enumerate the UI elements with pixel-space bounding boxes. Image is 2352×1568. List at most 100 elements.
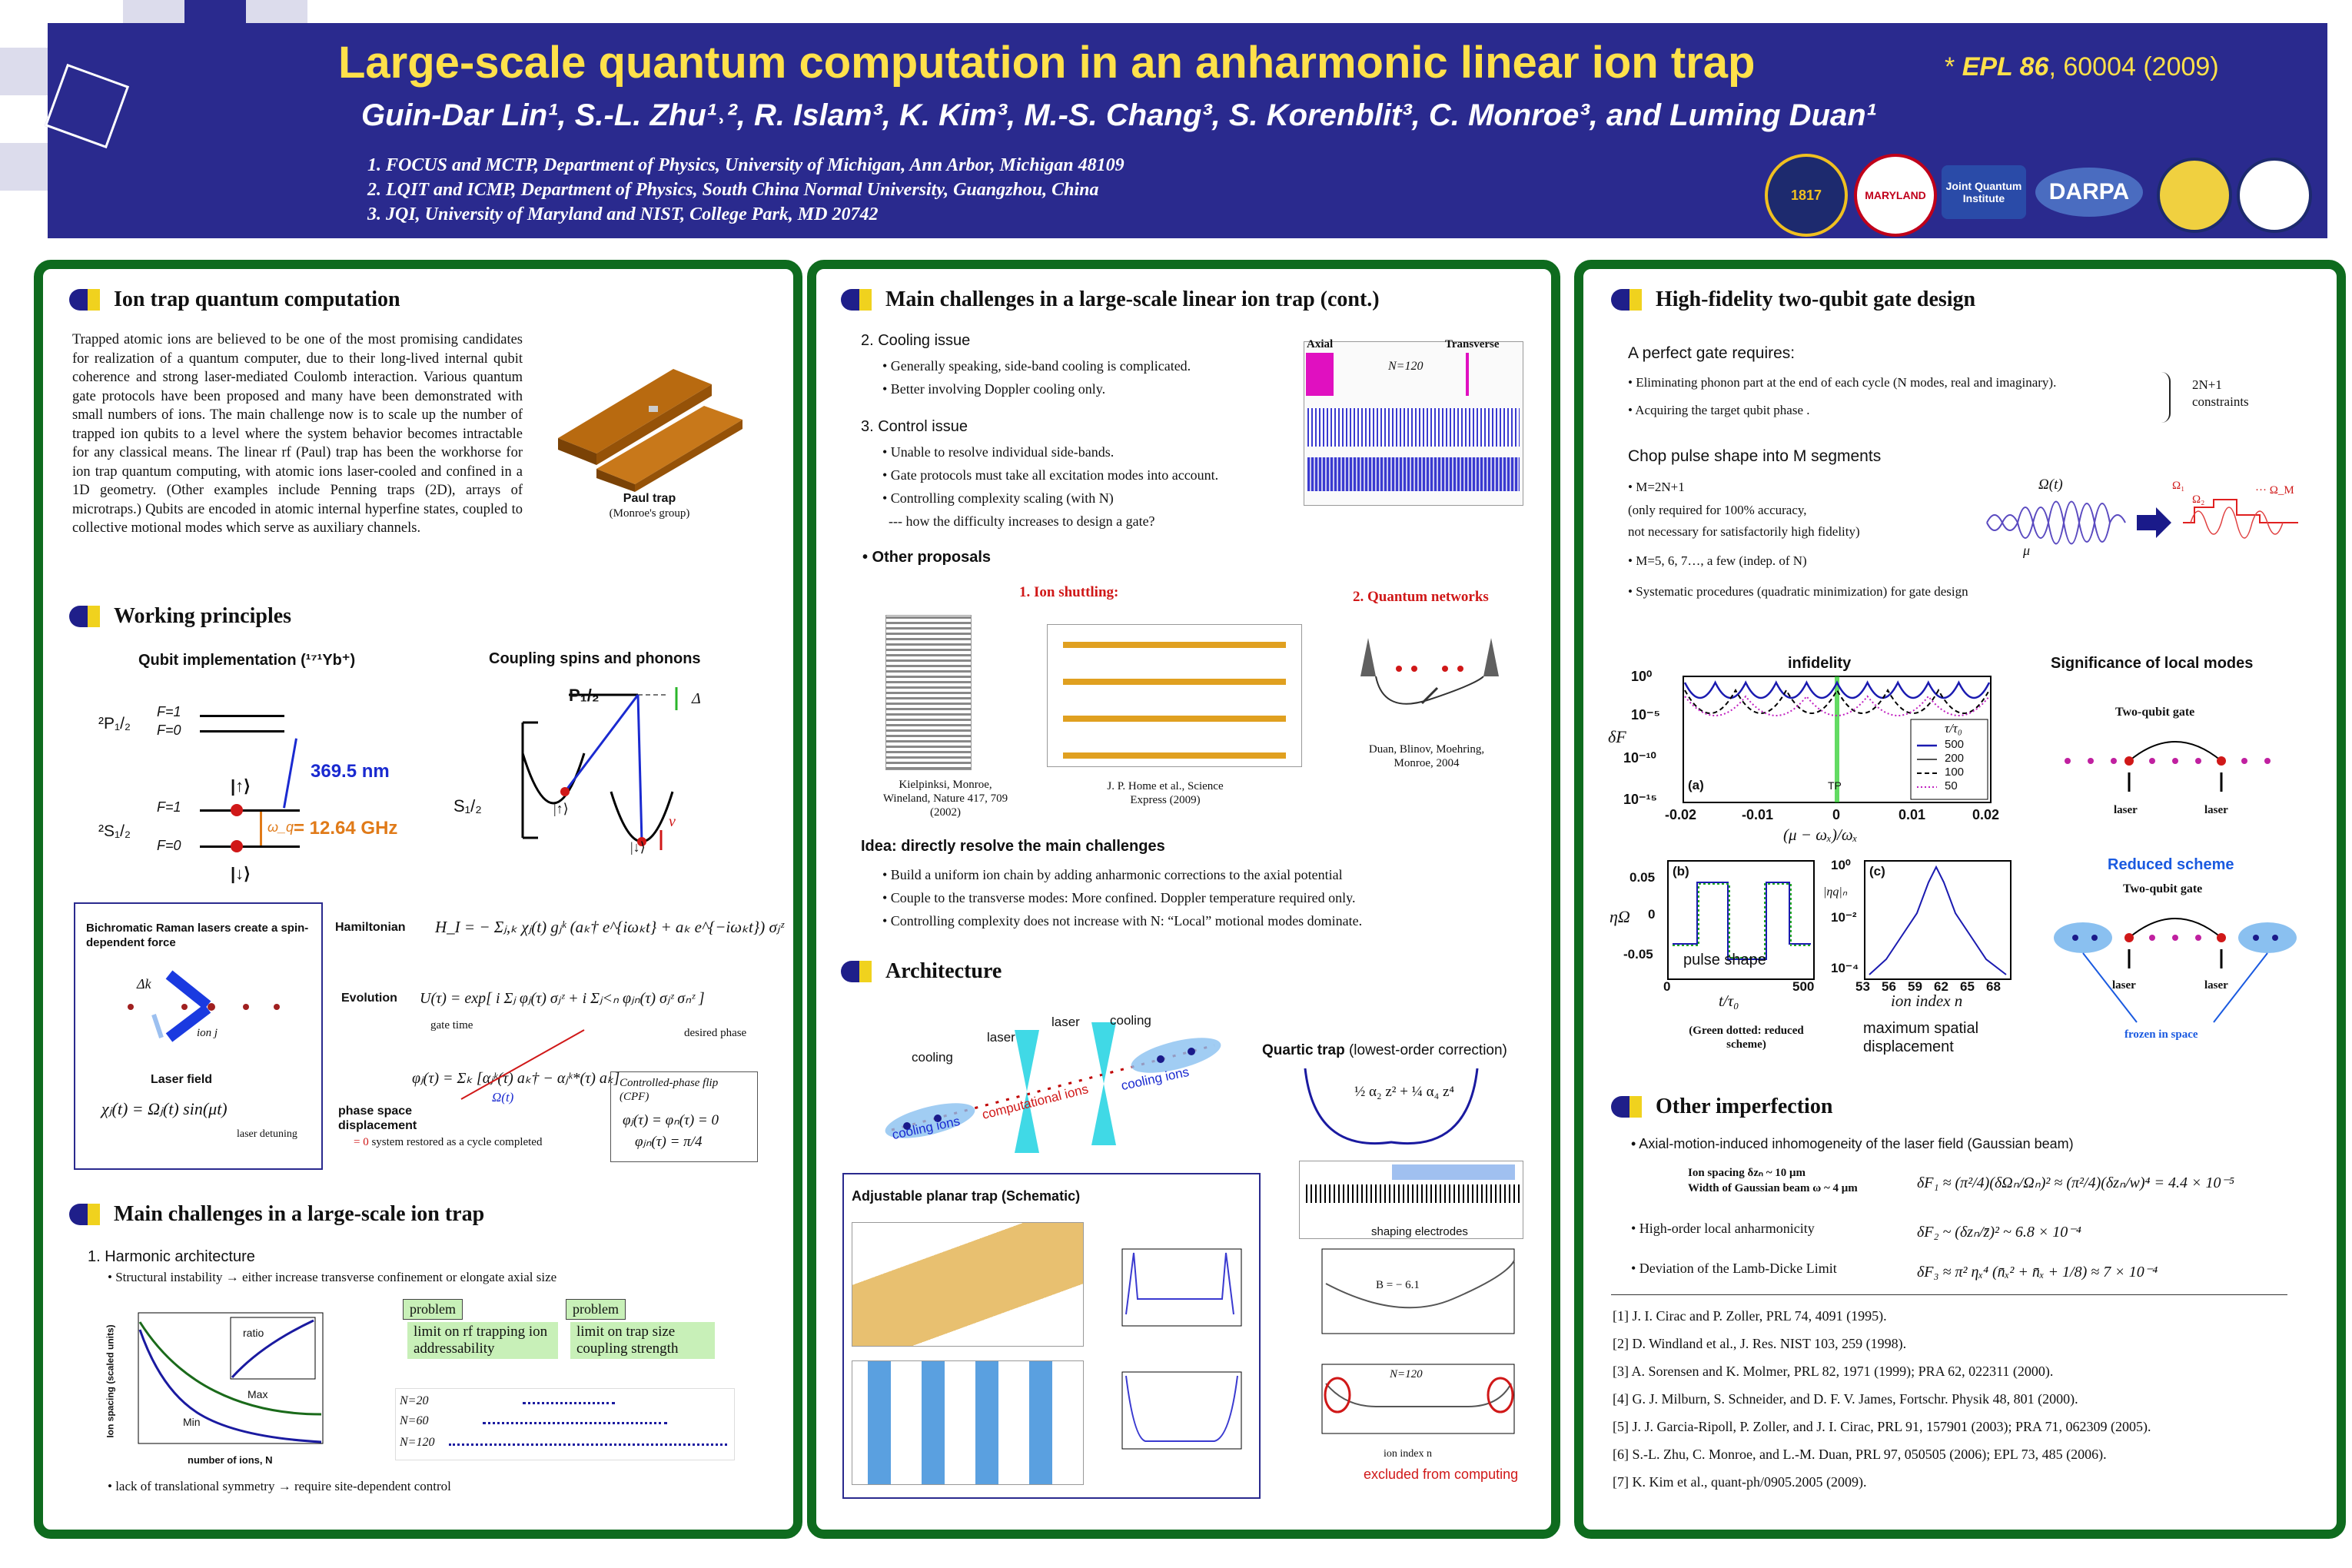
duan-caption: Duan, Blinov, Moehring, Monroe, 2004 [1368, 743, 1485, 769]
laser-label-3: laser [2112, 979, 2136, 992]
inf-y-tick-2: 10⁻¹⁰ [1623, 750, 1656, 766]
cpf-title: Controlled-phase flip (CPF) [620, 1077, 719, 1103]
laser-field-eq: χⱼ(t) = Ωⱼ(t) sin(μt) [101, 1099, 228, 1118]
ket-up-b: |↑⟩ [553, 801, 569, 816]
c-y-tick-2: 10⁻⁴ [1831, 961, 1859, 975]
networks-label: 2. Quantum networks [1353, 589, 1489, 605]
c-x-tick-3: 62 [1934, 979, 1948, 994]
section-header-challenges-cont: Main challenges in a large-scale linear … [841, 287, 1380, 312]
section-bullet-icon [841, 289, 872, 311]
shuttling-figure-left [885, 615, 972, 770]
laser-right-label: laser [1051, 1015, 1080, 1029]
reduced-scheme-figure [2054, 918, 2297, 1023]
quartic-eq: ½ α₂ z² + ¼ α₄ z⁴ [1354, 1084, 1455, 1100]
ket-up: |↑⟩ [231, 776, 251, 796]
section-header-gate-design: High-fidelity two-qubit gate design [1611, 287, 1975, 312]
hamiltonian-label: Hamiltonian [335, 921, 406, 934]
michigan-seal-logo: 1817 [1765, 154, 1848, 237]
pulse-shape-label: pulse shape [1683, 952, 1766, 968]
width-label: Width of Gaussian beam ω ~ 4 μm [1688, 1182, 1858, 1194]
inf-panel-a: (a) [1688, 778, 1704, 792]
ref-6: [6] S.-L. Zhu, C. Monroe, and L.-M. Duan… [1613, 1447, 2107, 1462]
decor-square-small [184, 0, 246, 48]
inf-y-tick-1: 10⁻⁵ [1631, 707, 1660, 723]
f0-top: F=0 [157, 723, 181, 738]
y-axis-label: Ion spacing (scaled units) [105, 1324, 116, 1438]
quartic-label: Quartic trap (lowest-order correction) [1262, 1042, 1507, 1058]
legend-200: 200 [1945, 752, 1965, 765]
inf-x-tick-4: 0.02 [1972, 807, 2000, 822]
ref-1: [1] J. I. Cirac and P. Zoller, PRL 74, 4… [1613, 1308, 1887, 1324]
c-x-tick-0: 53 [1855, 979, 1870, 994]
legend-500: 500 [1945, 738, 1965, 751]
t-tau-label: t/τ₀ [1719, 992, 1739, 1010]
raman-box [74, 902, 323, 1170]
jqi-logo: Joint Quantum Institute [1942, 165, 2026, 219]
s12-b-label: S₁/₂ [453, 796, 482, 816]
inf-x-tick-0: -0.02 [1665, 807, 1697, 822]
ratio-label: ratio [243, 1327, 264, 1339]
legend-100: 100 [1945, 766, 1965, 779]
section-bullet-icon [841, 961, 872, 982]
laser-detuning-label: laser detuning [237, 1128, 297, 1140]
potential-plot [1321, 1248, 1515, 1334]
desired-phase-label: desired phase [684, 1027, 747, 1039]
c-ion-index-label: ion index n [1891, 992, 1963, 1010]
lack-text: • lack of translational symmetry → requi… [108, 1479, 451, 1493]
maryland-seal-logo: MARYLAND [1854, 154, 1937, 237]
p12-label: ²P₁/₂ [98, 715, 131, 733]
inf-x-tick-3: 0.01 [1899, 807, 1926, 822]
min-label: Min [183, 1416, 201, 1428]
pulse-shape-chart [1667, 860, 1815, 980]
qubit-impl-label: Qubit implementation (¹⁷¹Yb⁺) [138, 652, 356, 669]
excluded-label: excluded from computing [1364, 1467, 1519, 1482]
networks-figure [1360, 638, 1499, 705]
paul-trap-caption: Paul trap [623, 492, 676, 505]
harmonic-label: 1. Harmonic architecture [88, 1248, 255, 1265]
c-x-tick-2: 59 [1908, 979, 1922, 994]
b-value-label: B = − 6.1 [1376, 1279, 1420, 1291]
legend-50: 50 [1945, 779, 1958, 792]
disp-panel-c: (c) [1869, 864, 1885, 879]
omega1-label: Ω₁ [2172, 480, 2185, 492]
idea-1: • Build a uniform ion chain by adding an… [882, 867, 1343, 882]
max-spatial-label: maximum spatial displacement [1863, 1020, 1979, 1055]
ref-5: [5] J. J. Garcia-Ripoll, P. Zoller, and … [1613, 1419, 2151, 1434]
shuttling-label: 1. Ion shuttling: [1019, 584, 1119, 600]
x-axis-label: number of ions, N [188, 1454, 273, 1466]
imperfection-2: • High-order local anharmonicity [1631, 1221, 1815, 1236]
infidelity-title: infidelity [1788, 655, 1852, 672]
eta-omega-label: ηΩ [1610, 907, 1630, 926]
intro-paragraph: Trapped atomic ions are believed to be o… [72, 332, 523, 536]
s12-label: ²S₁/₂ [98, 822, 131, 840]
raman-figure [128, 970, 280, 1042]
affiliation-1: 1. FOCUS and MCTP, Department of Physics… [367, 155, 1125, 175]
tp-label: TP [1828, 779, 1842, 792]
delta-k-label: Δk [137, 976, 151, 992]
b-y-tick-1: 0 [1648, 907, 1656, 922]
refs-divider [1611, 1294, 2287, 1295]
spacing-ion-index-label: ion index n [1384, 1448, 1432, 1460]
infidelity-chart [1683, 676, 1992, 803]
eq-delta-f2: δF₂ ~ (δzₙ/z̄)² ~ 6.8 × 10⁻⁴ [1917, 1224, 2081, 1241]
ion-j-label: ion j [197, 1027, 218, 1039]
inf-y-tick-3: 10⁻¹⁵ [1623, 792, 1657, 807]
home-caption: J. P. Home et al., Science Express (2009… [1107, 780, 1224, 806]
omega-q-label: ω_q [267, 819, 294, 835]
laser-left-label: laser [987, 1030, 1015, 1045]
c-y-tick-1: 10⁻² [1831, 910, 1857, 925]
section-bullet-icon [69, 606, 100, 627]
b-x-tick-0: 0 [1663, 979, 1671, 994]
freq-label: = 12.64 GHz [294, 818, 398, 839]
laser-label-2: laser [2204, 804, 2228, 816]
journal-ref: * EPL 86, 60004 (2009) [1945, 52, 2219, 81]
chop-3: not necessary for satisfactorily high fi… [1628, 524, 1860, 539]
cooling-2: • Better involving Doppler cooling only. [882, 381, 1106, 397]
cooling-issue-label: 2. Cooling issue [861, 332, 971, 349]
idea-label: Idea: directly resolve the main challeng… [861, 838, 1165, 855]
other-proposals-label: • Other proposals [862, 549, 992, 566]
control-1: • Unable to resolve individual side-band… [882, 444, 1115, 460]
axial-label: Axial [1307, 338, 1334, 350]
b-x-tick-1: 500 [1792, 979, 1815, 994]
affiliation-2: 2. LQIT and ICMP, Department of Physics,… [367, 180, 1099, 200]
